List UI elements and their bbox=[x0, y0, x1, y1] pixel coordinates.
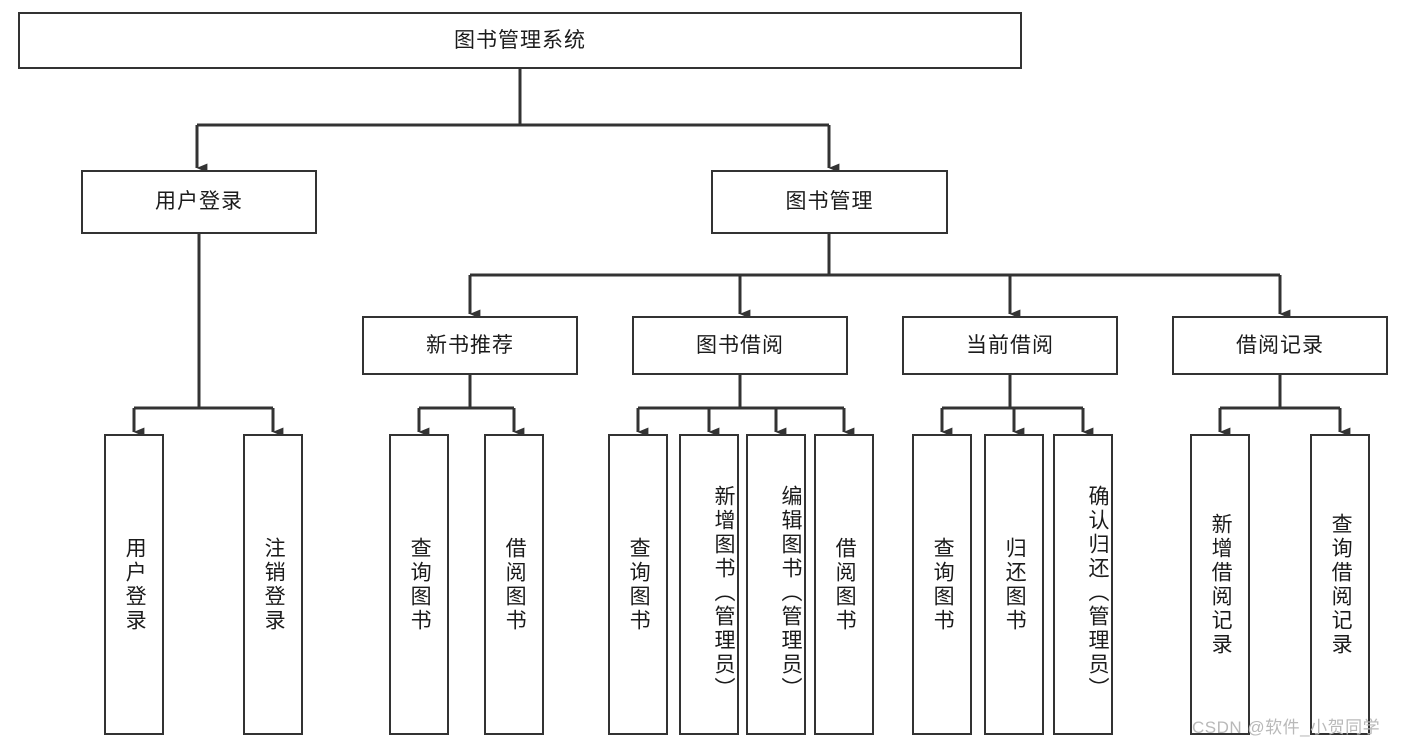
leaf-return-book[interactable]: 归还图书 bbox=[984, 434, 1044, 735]
edges-root-to-level2 bbox=[195, 69, 840, 173]
edges-borrowrecord-to-leaves bbox=[1218, 375, 1351, 437]
leaf-query-book-current[interactable]: 查询图书 bbox=[912, 434, 972, 735]
edges-userlogin-to-leaves bbox=[132, 234, 284, 437]
edges-bookmanage-to-level3 bbox=[468, 234, 1291, 319]
node-borrow-record[interactable]: 借阅记录 bbox=[1172, 316, 1388, 375]
leaf-borrow-book-new[interactable]: 借阅图书 bbox=[484, 434, 544, 735]
node-root-system[interactable]: 图书管理系统 bbox=[18, 12, 1022, 69]
leaf-query-book-borrow[interactable]: 查询图书 bbox=[608, 434, 668, 735]
leaf-confirm-return-admin[interactable]: 确认归还（管理员） bbox=[1053, 434, 1113, 735]
csdn-watermark: CSDN @软件_小贺同学 bbox=[1192, 718, 1381, 737]
leaf-user-login[interactable]: 用户登录 bbox=[104, 434, 164, 735]
edges-newbook-to-leaves bbox=[417, 375, 525, 437]
node-new-book-recommend[interactable]: 新书推荐 bbox=[362, 316, 578, 375]
leaf-query-book-new[interactable]: 查询图书 bbox=[389, 434, 449, 735]
leaf-add-borrow-record[interactable]: 新增借阅记录 bbox=[1190, 434, 1250, 735]
edges-currentborrow-to-leaves bbox=[940, 375, 1094, 437]
edges-bookborrow-to-leaves bbox=[636, 375, 855, 437]
node-book-manage[interactable]: 图书管理 bbox=[711, 170, 948, 234]
leaf-edit-book-admin[interactable]: 编辑图书（管理员） bbox=[746, 434, 806, 735]
node-current-borrow[interactable]: 当前借阅 bbox=[902, 316, 1118, 375]
leaf-add-book-admin[interactable]: 新增图书（管理员） bbox=[679, 434, 739, 735]
node-user-login[interactable]: 用户登录 bbox=[81, 170, 317, 234]
leaf-borrow-book-borrow[interactable]: 借阅图书 bbox=[814, 434, 874, 735]
leaf-logout-login[interactable]: 注销登录 bbox=[243, 434, 303, 735]
leaf-query-borrow-record[interactable]: 查询借阅记录 bbox=[1310, 434, 1370, 735]
node-book-borrow[interactable]: 图书借阅 bbox=[632, 316, 848, 375]
